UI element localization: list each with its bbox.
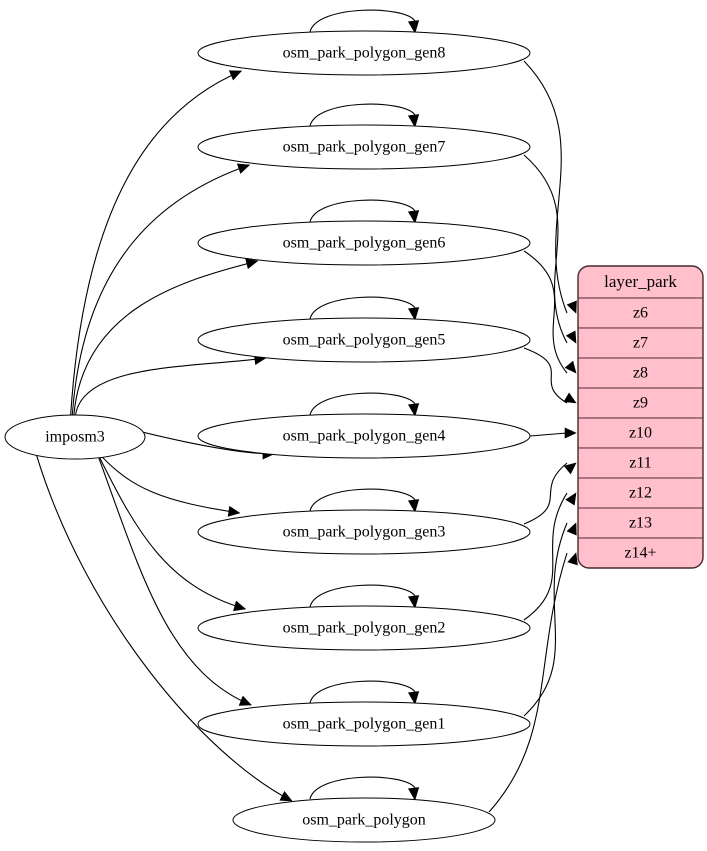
edge-osm-park-polygon-gen5-to-z9 [523, 347, 568, 404]
layer-park-row-z10[interactable] [578, 417, 703, 449]
layer-park-outline [577, 265, 704, 569]
node-osm-park-polygon-gen5[interactable] [197, 317, 531, 363]
self-loop-osm-park-polygon-gen7 [309, 103, 416, 127]
edge-osm-park-polygon-gen6-to-z8 [523, 250, 568, 374]
layer-park-row-z12[interactable] [578, 477, 703, 509]
self-loop-arrow-osm-park-polygon-gen2 [407, 595, 420, 609]
self-loop-arrow-osm-park-polygon-gen6 [407, 210, 420, 224]
self-loop-arrow-osm-park-polygon-gen8 [407, 20, 420, 34]
self-loop-osm-park-polygon-gen2 [309, 584, 416, 608]
self-loop-arrow-osm-park-polygon [407, 787, 420, 801]
node-osm-park-polygon[interactable] [232, 797, 496, 843]
node-label-osm-park-polygon-gen1: osm_park_polygon_gen1 [283, 716, 446, 733]
edge-imposm3-osm-park-polygon-gen5 [74, 357, 266, 417]
edge-osm-park-polygon-gen4-to-z10-arrow [564, 427, 577, 439]
self-loop-osm-park-polygon [309, 776, 416, 800]
self-loop-osm-park-polygon-gen3 [309, 488, 416, 512]
self-loop-osm-park-polygon-gen8 [309, 9, 416, 33]
edge-osm-park-polygon-gen7-to-z7-arrow [565, 330, 577, 344]
edge-osm-park-polygon-gen5-to-z9-arrow [563, 392, 577, 404]
node-imposm3[interactable] [4, 414, 146, 460]
edge-osm-park-polygon-gen6-to-z8-arrow [564, 360, 577, 374]
layer-park-table: layer_park z6 z7 z8 z9 z10 z11 z12 z13 z14+ [577, 265, 704, 569]
edge-imposm3-osm-park-polygon-gen1 [95, 450, 252, 706]
edge-imposm3-osm-park-polygon-gen2-arrow [233, 600, 247, 612]
layer-park-row-label-z7: z7 [633, 335, 648, 352]
edge-imposm3-osm-park-polygon-gen6 [73, 260, 258, 417]
edge-osm-park-polygon-gen8-to-z6 [523, 60, 568, 314]
node-label-osm-park-polygon: osm_park_polygon [302, 812, 426, 829]
edge-osm-park-polygon-gen1-to-z13-arrow [566, 522, 577, 536]
layer-park-row-label-z13: z13 [629, 515, 652, 532]
edge-imposm3-osm-park-polygon-gen8-arrow [228, 70, 243, 81]
node-osm-park-polygon-gen4[interactable] [197, 413, 531, 459]
layer-park-row-label-z6: z6 [633, 305, 648, 322]
edges-layer [35, 9, 578, 813]
node-label-osm-park-polygon-gen2: osm_park_polygon_gen2 [283, 620, 446, 637]
edge-osm-park-polygon-gen3-to-z11 [523, 462, 568, 525]
node-label-osm-park-polygon-gen8: osm_park_polygon_gen8 [283, 45, 446, 62]
edge-osm-park-polygon-gen2-to-z12 [523, 492, 568, 621]
self-loop-arrow-osm-park-polygon-gen7 [407, 114, 420, 128]
layer-park-cells [578, 266, 703, 568]
edge-osm-park-polygon-gen7-to-z7 [523, 154, 568, 344]
layer-park-row-label-z14plus: z14+ [624, 545, 656, 562]
self-loop-arrow-osm-park-polygon-gen4 [407, 403, 420, 417]
layer-park-row-z14plus[interactable] [578, 537, 703, 568]
edge-imposm3-osm-park-polygon [35, 454, 293, 802]
layer-park-row-z7[interactable] [578, 327, 703, 359]
edge-osm-park-polygon-gen4-to-z10 [529, 432, 568, 437]
self-loop-arrow-osm-park-polygon-gen5 [407, 307, 420, 321]
node-osm-park-polygon-gen6[interactable] [197, 220, 531, 266]
edge-imposm3-osm-park-polygon-gen6-arrow [245, 258, 259, 270]
edge-imposm3-osm-park-polygon-gen7-arrow [236, 163, 251, 174]
self-loop-arrow-osm-park-polygon-gen1 [407, 691, 420, 705]
layer-park-row-label-z11: z11 [629, 455, 652, 472]
self-loop-osm-park-polygon-gen6 [309, 199, 416, 223]
nodes-layer: imposm3 osm_park_polygon_gen8 osm_park_pol… [4, 30, 531, 843]
node-osm-park-polygon-gen8[interactable] [197, 30, 531, 76]
layer-park-row-z6[interactable] [578, 297, 703, 329]
edge-imposm3-osm-park-polygon-gen3-arrow [227, 505, 241, 517]
edge-imposm3-osm-park-polygon-gen1-arrow [238, 695, 252, 706]
layer-park-row-label-z9: z9 [633, 395, 648, 412]
self-loop-osm-park-polygon-gen4 [309, 392, 416, 416]
layer-park-row-label-z10: z10 [629, 425, 652, 442]
node-osm-park-polygon-gen3[interactable] [197, 509, 531, 555]
edge-imposm3-osm-park-polygon-gen8 [70, 70, 242, 417]
edge-osm-park-polygon-gen1-to-z13 [523, 522, 568, 717]
edge-imposm3-osm-park-polygon-gen3 [95, 449, 240, 514]
edge-imposm3-osm-park-polygon-gen7 [71, 164, 250, 417]
edge-osm-park-polygon-gen8-to-z6-arrow [566, 300, 577, 314]
edge-osm-park-polygon-to-z14plus-arrow [567, 552, 578, 566]
node-label-osm-park-polygon-gen4: osm_park_polygon_gen4 [283, 428, 446, 445]
layer-park-row-z13[interactable] [578, 507, 703, 539]
node-osm-park-polygon-gen2[interactable] [197, 605, 531, 651]
self-loop-arrow-osm-park-polygon-gen3 [407, 499, 420, 513]
layer-park-row-label-z12: z12 [629, 485, 652, 502]
node-label-osm-park-polygon-gen7: osm_park_polygon_gen7 [283, 139, 446, 156]
layer-park-header-label: layer_park [604, 272, 677, 291]
self-loop-osm-park-polygon-gen1 [309, 680, 416, 704]
node-label-osm-park-polygon-gen6: osm_park_polygon_gen6 [283, 235, 446, 252]
edge-osm-park-polygon-gen2-to-z12-arrow [565, 492, 577, 506]
node-osm-park-polygon-gen7[interactable] [197, 124, 531, 170]
node-label-osm-park-polygon-gen5: osm_park_polygon_gen5 [283, 332, 446, 349]
edge-osm-park-polygon-gen3-to-z11-arrow [563, 462, 577, 475]
edge-imposm3-osm-park-polygon-arrow [279, 790, 293, 802]
node-label-osm-park-polygon-gen3: osm_park_polygon_gen3 [283, 524, 446, 541]
layer-park-row-z9[interactable] [578, 387, 703, 419]
layer-park-row-label-z8: z8 [633, 365, 648, 382]
edge-imposm3-osm-park-polygon-gen2 [95, 449, 246, 610]
node-osm-park-polygon-gen1[interactable] [197, 701, 531, 747]
node-label-imposm3: imposm3 [45, 429, 105, 446]
self-loop-osm-park-polygon-gen5 [309, 296, 416, 320]
edge-osm-park-polygon-to-z14plus [488, 552, 568, 813]
